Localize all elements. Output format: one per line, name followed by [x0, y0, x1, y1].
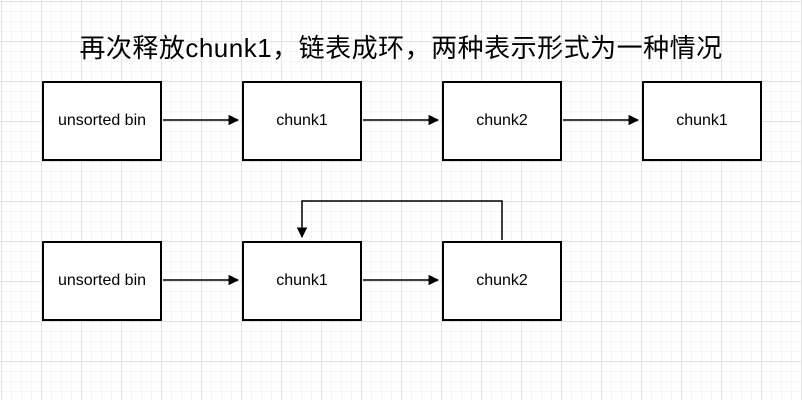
node-row1-chunk1[interactable]: chunk1: [242, 81, 362, 161]
node-label: chunk1: [276, 112, 328, 129]
diagram-title: 再次释放chunk1，链表成环，两种表示形式为一种情况: [79, 33, 723, 63]
node-row2-chunk1[interactable]: chunk1: [242, 241, 362, 321]
node-row1-unsorted-bin[interactable]: unsorted bin: [42, 81, 162, 161]
node-label: chunk2: [476, 272, 528, 289]
node-row2-unsorted-bin[interactable]: unsorted bin: [42, 241, 162, 321]
node-label: chunk1: [676, 112, 728, 129]
node-label: unsorted bin: [57, 272, 147, 289]
node-row2-chunk2[interactable]: chunk2: [442, 241, 562, 321]
node-row1-chunk1-second[interactable]: chunk1: [642, 81, 762, 161]
node-row1-chunk2[interactable]: chunk2: [442, 81, 562, 161]
node-label: chunk2: [476, 112, 528, 129]
connector-row2-loopback-chunk2-to-chunk1[interactable]: [296, 200, 503, 240]
node-label: unsorted bin: [57, 112, 147, 129]
node-label: chunk1: [276, 272, 328, 289]
